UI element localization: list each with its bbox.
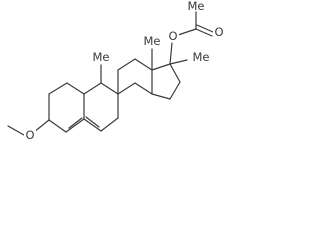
atom-label-methyl-c10: Me bbox=[93, 50, 110, 64]
bond-ringB-double-inner bbox=[85, 116, 100, 128]
bond-ester-c17-o bbox=[169, 42, 173, 65]
bond-ringB-2 bbox=[100, 82, 119, 95]
bond-ringC-6 bbox=[134, 82, 153, 95]
bond-ester-c-o-double-b bbox=[196, 24, 214, 33]
atom-mask-ester-o bbox=[167, 30, 179, 42]
bond-ringD-1 bbox=[151, 63, 171, 71]
molecule-structure: O O O Me Me Me Me bbox=[7, 0, 225, 142]
atom-label-acetyl-methyl: Me bbox=[188, 0, 205, 13]
atom-label-methyl-c13: Me bbox=[144, 34, 161, 48]
atom-mask-carbonyl-o bbox=[213, 26, 225, 38]
atom-label-ester-o: O bbox=[168, 29, 177, 43]
bond-ringB-4 bbox=[100, 117, 119, 132]
bond-ringC-4 bbox=[134, 58, 153, 71]
bond-ringA-6 bbox=[66, 82, 85, 95]
bond-methoxy-o-c bbox=[7, 125, 25, 136]
bond-ester-c-o-double-a bbox=[195, 28, 213, 37]
bond-ringA-1 bbox=[48, 82, 68, 95]
atom-label-carbonyl-o: O bbox=[214, 25, 223, 39]
atom-label-methyl-c17: Me bbox=[193, 50, 210, 64]
bond-ringA-double-inner bbox=[68, 117, 83, 129]
bond-ringB-5 bbox=[83, 118, 102, 132]
bond-methoxy-c-o bbox=[33, 119, 50, 133]
bond-ringA-4 bbox=[65, 118, 85, 133]
bond-ringC-3 bbox=[117, 58, 136, 71]
atom-mask-ether-o bbox=[24, 129, 36, 141]
bond-ringC-1 bbox=[117, 82, 136, 95]
bond-methyl-c17 bbox=[169, 59, 188, 65]
bond-ringD-2 bbox=[169, 63, 181, 83]
atom-label-ether-o: O bbox=[25, 128, 34, 142]
bond-ester-o-c bbox=[177, 28, 197, 36]
bond-ringB-1 bbox=[83, 82, 102, 95]
bond-ringD-3 bbox=[169, 81, 181, 100]
bond-ringA-3 bbox=[48, 119, 67, 133]
bond-ringD-4 bbox=[151, 93, 171, 100]
